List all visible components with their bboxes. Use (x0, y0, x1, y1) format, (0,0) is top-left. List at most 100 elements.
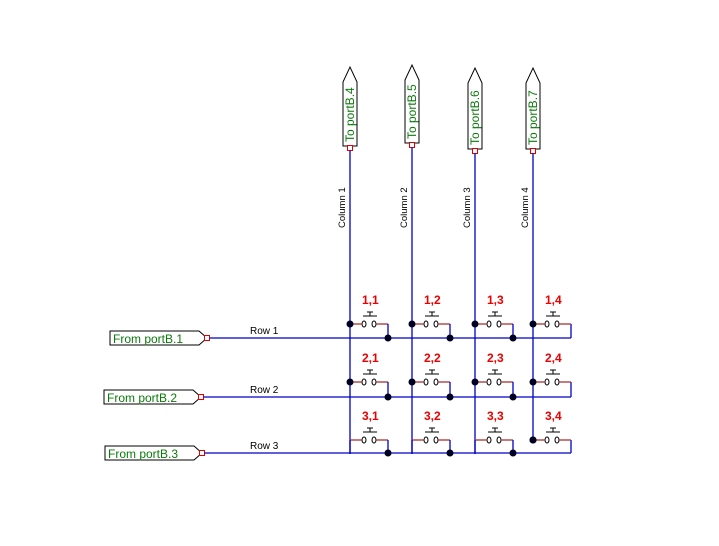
switch-contact (554, 436, 560, 444)
switch-contact (371, 378, 377, 386)
input-port-label: From portB.2 (107, 391, 177, 405)
switch-contact (361, 378, 367, 386)
switch-contact (554, 378, 560, 386)
switch-contact (496, 320, 502, 328)
switch-label: 3,1 (362, 409, 379, 423)
junction-dot (529, 320, 537, 328)
pin-marker (530, 148, 536, 154)
switch-3-3: 3,3 (475, 409, 517, 457)
input-port-row-1: From portB.1 (109, 330, 210, 346)
port-arrow-shape (467, 66, 483, 150)
pin-marker (347, 145, 353, 151)
row-net-label: Row 2 (250, 385, 279, 396)
output-port-column-4: To portB.7 (525, 66, 541, 154)
switch-label: 3,2 (424, 409, 441, 423)
junction-dot (346, 378, 354, 386)
switch-contact (371, 320, 377, 328)
row-net-label: Row 1 (250, 326, 279, 337)
junction-dot (446, 393, 454, 401)
pin-marker (204, 335, 210, 341)
switch-contact (371, 436, 377, 444)
switch-contact (433, 378, 439, 386)
switch-1-1: 1,1 (346, 293, 392, 342)
switch-contact (486, 436, 492, 444)
switch-contact (423, 436, 429, 444)
input-port-label: From portB.1 (113, 332, 183, 346)
switch-contact (433, 436, 439, 444)
switch-label: 2,1 (362, 351, 379, 365)
input-port-row-3: From portB.3 (104, 445, 205, 461)
port-arrow-shape (104, 445, 203, 461)
switch-label: 1,2 (424, 293, 441, 307)
switch-contact (433, 320, 439, 328)
switch-label: 3,3 (487, 409, 504, 423)
port-arrow-shape (525, 66, 541, 150)
switch-2-4: 2,4 (529, 351, 571, 386)
port-arrow-shape (404, 63, 420, 144)
junction-dot (408, 320, 416, 328)
junction-dot (384, 334, 392, 342)
junction-dot (384, 449, 392, 457)
switch-1-2: 1,2 (408, 293, 454, 342)
junction-dot (471, 320, 479, 328)
switch-label: 1,1 (362, 293, 379, 307)
switch-label: 2,4 (545, 351, 562, 365)
switch-contact (544, 436, 550, 444)
switch-label: 1,4 (545, 293, 562, 307)
switch-1-4: 1,4 (529, 293, 571, 328)
switch-contact (554, 320, 560, 328)
output-port-label: To portB.6 (468, 90, 482, 145)
column-net-label: Column 1 (337, 187, 348, 228)
switch-label: 3,4 (545, 409, 562, 423)
column-net-label: Column 4 (520, 187, 531, 228)
input-port-label: From portB.3 (108, 447, 178, 461)
row-net-label: Row 3 (250, 441, 279, 452)
switch-3-1: 3,1 (350, 409, 392, 457)
junction-dot (384, 393, 392, 401)
output-port-column-3: To portB.6 (467, 66, 483, 154)
switch-contact (361, 320, 367, 328)
junction-dot (471, 378, 479, 386)
switch-2-2: 2,2 (408, 351, 454, 401)
switch-label: 1,3 (487, 293, 504, 307)
pin-marker (199, 450, 205, 456)
column-net-label: Column 2 (399, 187, 410, 228)
switch-2-1: 2,1 (346, 351, 392, 401)
pin-marker (472, 148, 478, 154)
junction-dot (408, 378, 416, 386)
junction-dot (509, 334, 517, 342)
junction-dot (529, 436, 537, 444)
port-arrow-shape (103, 389, 202, 405)
port-arrow-shape (109, 330, 208, 346)
switch-label: 2,2 (424, 351, 441, 365)
output-port-label: To portB.7 (526, 90, 540, 145)
switch-2-3: 2,3 (471, 351, 517, 401)
input-port-row-2: From portB.2 (103, 389, 204, 405)
junction-dot (446, 449, 454, 457)
output-port-label: To portB.5 (405, 84, 419, 139)
output-port-label: To portB.4 (343, 87, 357, 142)
pin-marker (409, 142, 415, 148)
switch-contact (496, 378, 502, 386)
output-port-column-2: To portB.5 (404, 63, 420, 148)
column-net-label: Column 3 (462, 187, 473, 228)
switch-3-4: 3,4 (529, 409, 571, 444)
output-port-column-1: To portB.4 (342, 65, 358, 151)
junction-dot (346, 320, 354, 328)
switch-contact (423, 320, 429, 328)
switch-contact (496, 436, 502, 444)
port-arrow-shape (342, 65, 358, 147)
switch-1-3: 1,3 (471, 293, 517, 342)
junction-dot (509, 449, 517, 457)
pin-marker (198, 394, 204, 400)
switch-contact (486, 378, 492, 386)
switch-label: 2,3 (487, 351, 504, 365)
switch-contact (361, 436, 367, 444)
junction-dot (529, 378, 537, 386)
switch-contact (544, 320, 550, 328)
switch-contact (423, 378, 429, 386)
switch-contact (486, 320, 492, 328)
junction-dot (509, 393, 517, 401)
junction-dot (446, 334, 454, 342)
